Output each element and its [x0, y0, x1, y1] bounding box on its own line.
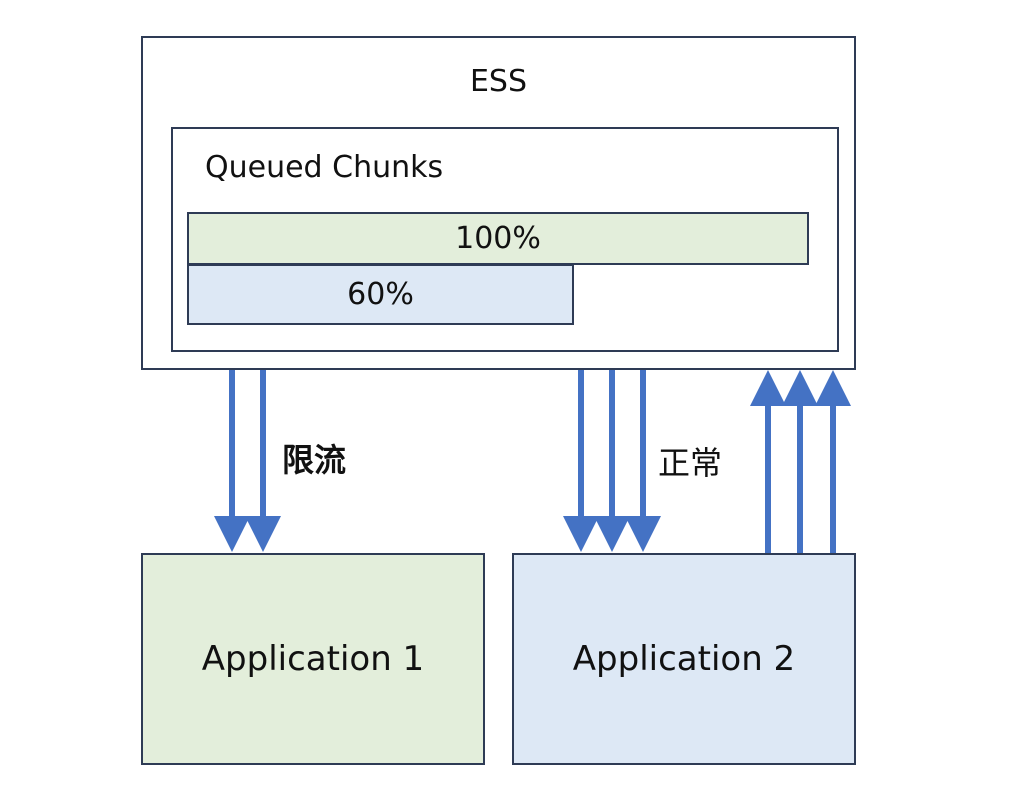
application-2-label: Application 2 [572, 639, 796, 679]
application-1-box: Application 1 [141, 553, 485, 765]
queued-chunks-title: Queued Chunks [205, 150, 444, 185]
ess-title: ESS [469, 64, 528, 99]
throttle-label: 限流 [282, 441, 347, 479]
queue-bar-100-label: 100% [455, 221, 541, 256]
application-2-box: Application 2 [512, 553, 856, 765]
queue-bar-60-label: 60% [347, 277, 414, 312]
application-1-label: Application 1 [201, 639, 425, 679]
queue-bar-60: 60% [187, 264, 574, 325]
normal-label: 正常 [658, 444, 723, 482]
queue-bar-100: 100% [187, 212, 809, 265]
